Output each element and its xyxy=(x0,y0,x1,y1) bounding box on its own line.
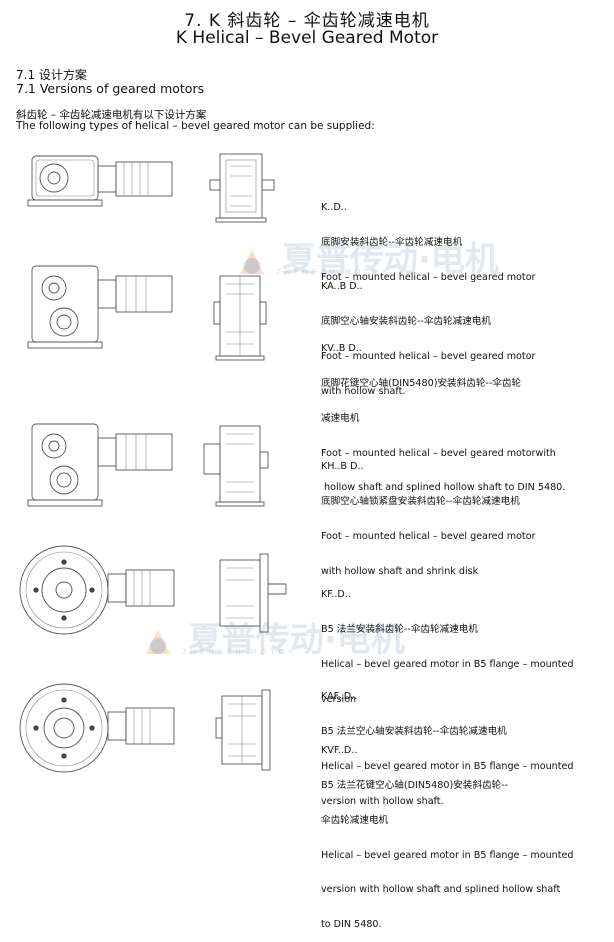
version-description-kv-foot-splined: KV..B D.. 底脚花键空心轴(DIN5480)安装斜齿轮--伞齿轮 减速电… xyxy=(321,343,566,494)
intro-text-chinese: 斜齿轮 – 伞齿轮减速电机有以下设计方案 xyxy=(16,109,207,121)
version-description-kf-flange: KF..D.. B5 法兰安装斜齿轮--伞齿轮减速电机 Helical – be… xyxy=(321,589,574,705)
kaf-flange-mounted-end-view-drawing xyxy=(215,689,271,771)
kf-flange-mounted-side-view-drawing xyxy=(19,545,175,635)
watermark-subtext-lower: ZHENGPU MOTOR xyxy=(182,648,297,656)
version-description-k-foot: K..D.. 底脚安装斜齿轮--伞齿轮减速电机 Foot – mounted h… xyxy=(321,202,536,283)
kh-foot-mounted-side-view-drawing xyxy=(27,423,173,507)
kaf-flange-mounted-side-view-drawing xyxy=(19,683,175,773)
version-description-kvf-flange-splined: KVF..D.. B5 法兰花键空心轴(DIN5480)安装斜齿轮-- 伞齿轮减… xyxy=(321,745,574,931)
k-foot-mounted-side-view-drawing xyxy=(27,155,173,207)
ka-foot-mounted-end-view-drawing xyxy=(213,275,267,361)
section-heading-chinese: 7.1 设计方案 xyxy=(16,68,87,82)
page-title-english: K Helical – Bevel Geared Motor xyxy=(175,28,439,48)
ka-foot-mounted-side-view-drawing xyxy=(27,265,173,349)
section-heading-english: 7.1 Versions of geared motors xyxy=(16,81,205,96)
version-description-kh-shrink-disk: KH..B D.. 底脚空心轴锁紧盘安装斜齿轮--伞齿轮减速电机 Foot – … xyxy=(321,461,536,577)
kh-foot-mounted-end-view-drawing xyxy=(203,425,269,507)
intro-text-english: The following types of helical – bevel g… xyxy=(16,120,375,132)
kf-flange-mounted-end-view-drawing xyxy=(219,553,287,633)
version-description-ka-foot-hollow: KA..B D.. 底脚空心轴安装斜齿轮--伞齿轮减速电机 Foot – mou… xyxy=(321,281,536,397)
k-foot-mounted-end-view-drawing xyxy=(209,153,275,223)
page-title-chinese: 7. K 斜齿轮 – 伞齿轮减速电机 xyxy=(184,11,430,31)
